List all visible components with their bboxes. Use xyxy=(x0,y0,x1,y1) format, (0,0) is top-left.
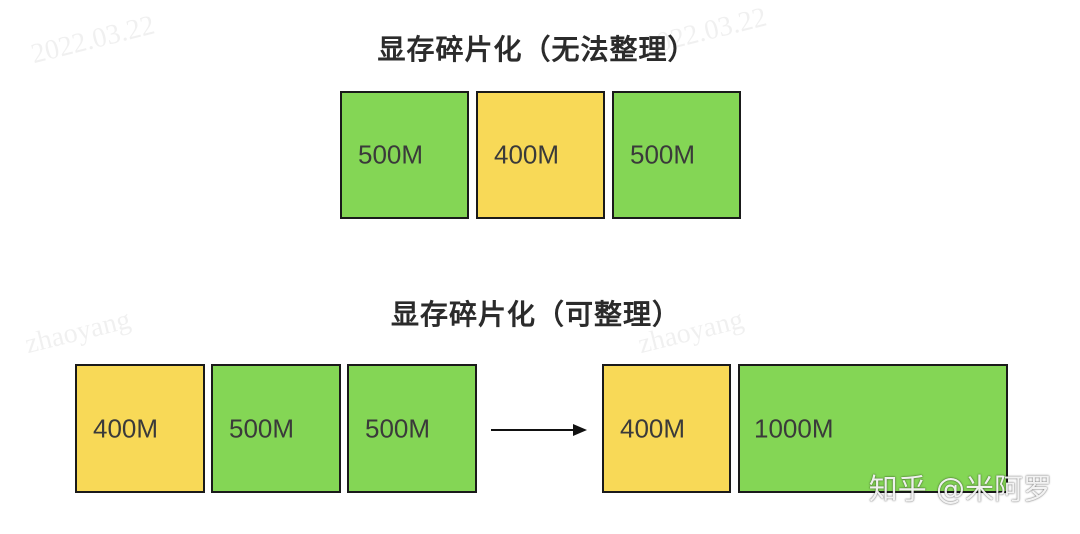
block-label: 500M xyxy=(358,139,424,170)
block-label: 400M xyxy=(494,139,560,170)
block-label: 500M xyxy=(630,139,696,170)
title-fragmentation-unsortable: 显存碎片化（无法整理） xyxy=(377,33,697,66)
memory-block-before-1: 400M xyxy=(75,364,205,493)
memory-block-after-2: 1000M xyxy=(738,364,1008,493)
memory-block-top-3: 500M xyxy=(612,91,741,219)
memory-block-top-2: 400M xyxy=(476,91,605,219)
block-label: 500M xyxy=(229,413,295,443)
block-label: 500M xyxy=(365,413,431,443)
memory-block-top-1: 500M xyxy=(340,91,469,219)
author-credit: 知乎 @米阿罗 xyxy=(868,472,1052,506)
memory-block-after-1: 400M xyxy=(602,364,731,493)
title-fragmentation-sortable: 显存碎片化（可整理） xyxy=(390,298,681,331)
block-label: 400M xyxy=(620,413,686,443)
memory-block-before-2: 500M xyxy=(211,364,341,493)
memory-block-before-3: 500M xyxy=(347,364,477,493)
block-label: 400M xyxy=(93,413,159,443)
right-arrow-icon xyxy=(491,424,587,436)
block-label: 1000M xyxy=(754,413,834,443)
